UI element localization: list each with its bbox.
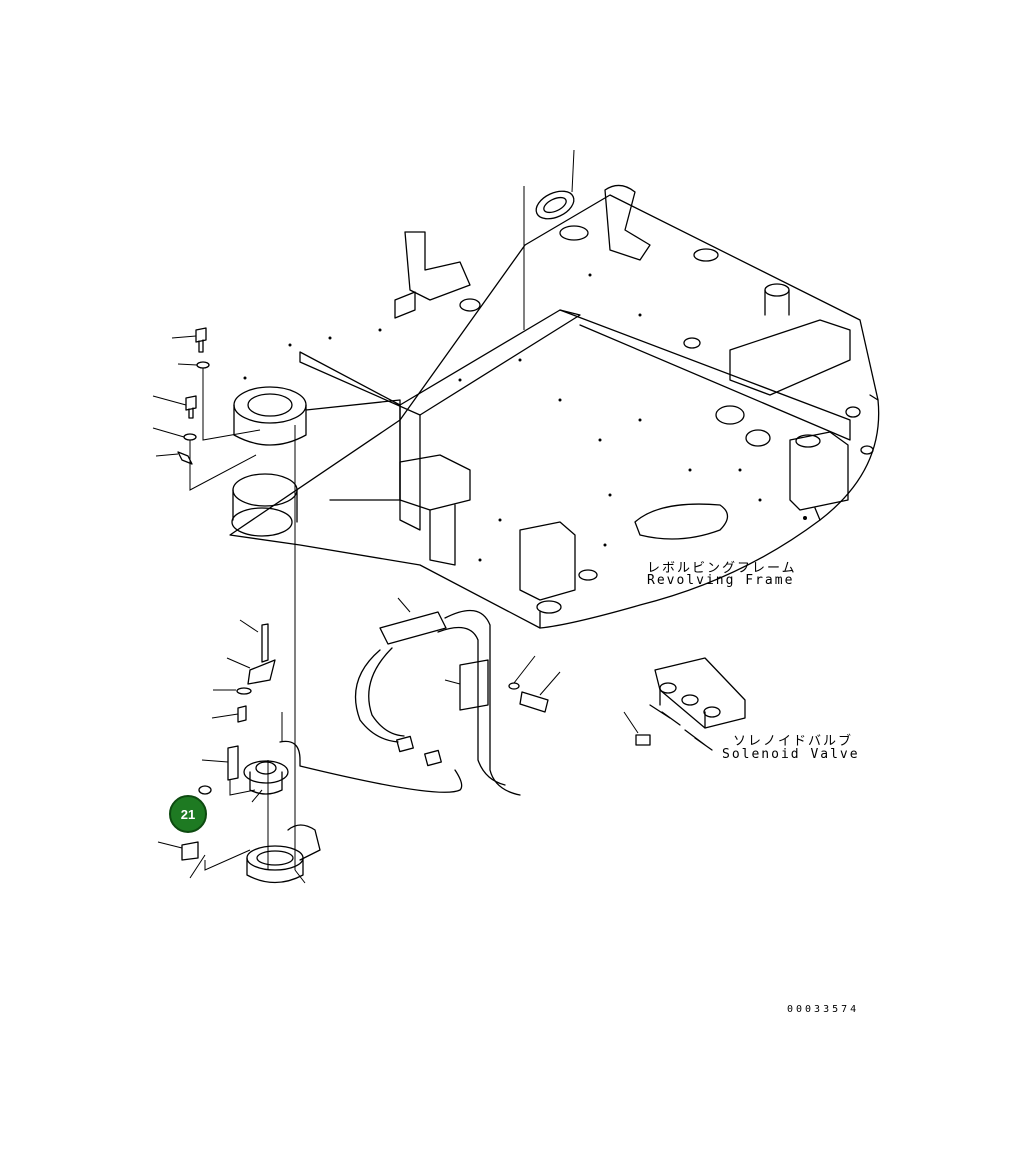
frame-label-jp: レボルビングフレーム (647, 561, 797, 576)
grommet-part (523, 149, 575, 330)
frame-label-en: Revolving Frame (647, 573, 795, 588)
solenoid-valve (623, 657, 746, 751)
valve-label-en: Solenoid Valve (722, 747, 860, 762)
revolving-frame (229, 184, 880, 629)
valve-label-jp: ソレノイドバルブ (733, 734, 854, 749)
document-number: 00033574 (787, 1004, 860, 1015)
wire-harness (354, 597, 561, 796)
callout-21-marker[interactable]: 21 (169, 795, 207, 833)
sensor-assembly (157, 425, 463, 884)
bolt-set-upper (152, 327, 261, 491)
